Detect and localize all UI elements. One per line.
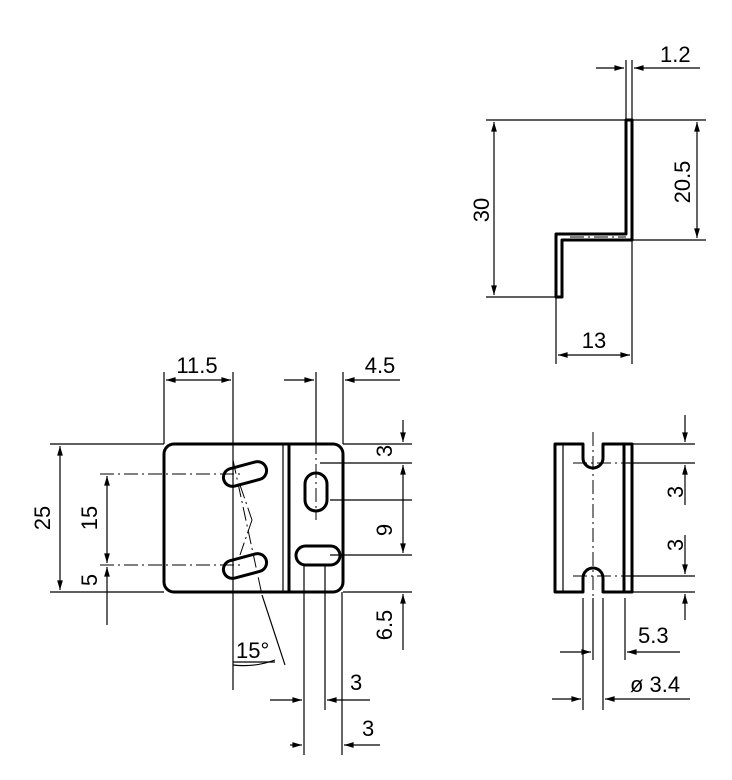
bracket-profile <box>554 118 634 299</box>
bracket-plate <box>162 442 345 594</box>
dim-height: 25 <box>30 506 55 530</box>
dim-right-bottom: 6.5 <box>372 610 397 641</box>
dim-slot-spacing: 15 <box>77 506 102 530</box>
dim-right-spacing: 9 <box>372 524 397 536</box>
dim-hole-diameter: ø 3.4 <box>630 672 680 697</box>
dim-width-to-slot: 11.5 <box>176 353 217 378</box>
side-view: 3 3 5.3 ø 3.4 <box>552 415 695 710</box>
profile-view: 1.2 30 20.5 13 <box>469 42 706 364</box>
dim-total-height: 30 <box>469 198 494 222</box>
front-view: 11.5 4.5 25 15 5 3 9 6.5 15° 3 3 <box>30 353 412 755</box>
dim-angle: 15° <box>236 638 269 663</box>
dim-slot-from-bottom: 5 <box>77 574 102 586</box>
dim-notch-top: 3 <box>663 486 688 498</box>
dim-upper-height: 20.5 <box>670 161 695 204</box>
dim-notch-bottom: 3 <box>663 539 688 551</box>
slot-lower-left <box>221 552 269 580</box>
dim-slot-width-b: 3 <box>362 716 374 741</box>
dim-thickness: 1.2 <box>660 42 691 67</box>
dim-offset: 13 <box>582 328 606 353</box>
dim-slot-width-a: 3 <box>350 670 362 695</box>
dim-right-top: 3 <box>372 445 397 457</box>
dim-edge-to-slot: 4.5 <box>365 353 396 378</box>
slot-upper-left <box>221 460 269 488</box>
dim-notch-position: 5.3 <box>638 623 669 648</box>
